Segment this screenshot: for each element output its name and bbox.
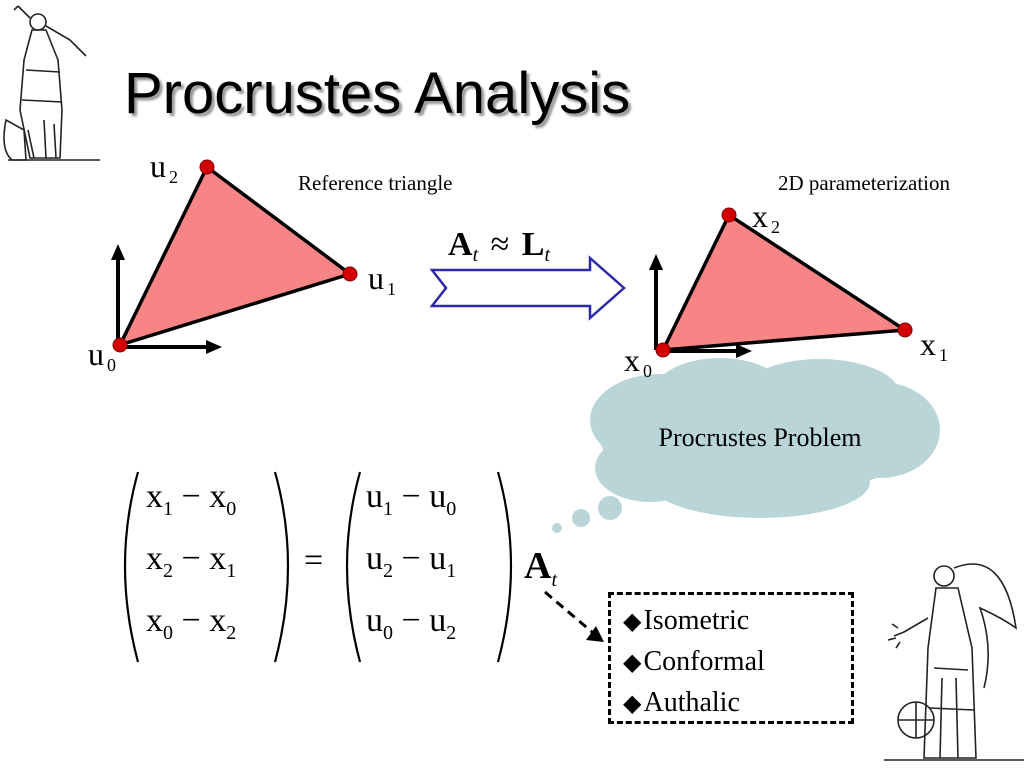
dashed-pointer-arrowhead (586, 626, 604, 642)
vertex-u2 (199, 159, 215, 175)
reference-x-axis-arrowhead (206, 340, 222, 354)
left-matrix: x1 − x0 x2 − x1 x0 − x2 (146, 478, 236, 664)
vertex-u0 (112, 337, 128, 353)
param-triangle (660, 212, 911, 352)
left-matrix-row: x0 − x2 (146, 602, 237, 644)
transform-arrow (429, 255, 626, 321)
page-title: Procrustes Analysis (124, 61, 631, 126)
reference-y-axis-arrowhead (111, 244, 125, 260)
param-x-axis-arrowhead (736, 344, 752, 358)
diamond-bullet-icon: ◆ (623, 691, 642, 717)
diamond-bullet-icon: ◆ (623, 650, 642, 676)
dashed-pointer (544, 590, 593, 634)
thought-cloud (552, 358, 940, 533)
cloud-label: Procrustes Problem (658, 423, 862, 452)
right-matrix-row: u2 − u1 (366, 540, 457, 582)
param-y-axis-arrowhead (649, 254, 663, 270)
option-conformal: ◆Conformal (623, 646, 765, 677)
reference-triangle-caption: Reference triangle (298, 171, 453, 195)
vertex-x1 (897, 322, 913, 338)
left-matrix-row: x2 − x1 (146, 540, 237, 582)
option-isometric: ◆Isometric (623, 605, 750, 636)
right-matrix-row: u1 − u0 (366, 478, 457, 520)
left-matrix-row: x1 − x0 (146, 478, 237, 520)
matrix-factor: At (524, 545, 558, 591)
option-authalic: ◆Authalic (623, 687, 740, 718)
parameterization-caption: 2D parameterization (778, 171, 950, 195)
vertex-x0 (655, 342, 671, 358)
winged-statue-icon (884, 563, 1024, 761)
right-matrix: u1 − u0 u2 − u1 u0 − u2 (366, 478, 456, 664)
matrix-brackets (123, 471, 513, 663)
right-matrix-row: u0 − u2 (366, 602, 457, 644)
diamond-bullet-icon: ◆ (623, 609, 642, 635)
options-box: ◆Isometric ◆Conformal ◆Authalic (608, 592, 854, 724)
statue-figure-icon (3, 5, 100, 161)
vertex-x2 (721, 207, 737, 223)
arrow-formula: At ≈ Lt (448, 226, 551, 266)
vertex-u1 (342, 266, 358, 282)
equals-sign: = (304, 542, 324, 579)
reference-triangle (116, 164, 354, 348)
